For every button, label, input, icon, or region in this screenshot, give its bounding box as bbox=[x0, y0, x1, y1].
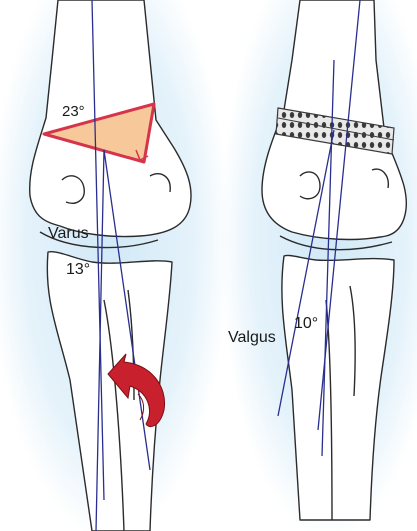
valgus-angle-label: 10° bbox=[294, 316, 318, 332]
varus-label: Varus bbox=[48, 226, 89, 242]
wedge-angle-label: 23° bbox=[62, 104, 85, 119]
valgus-label: Valgus bbox=[228, 330, 276, 346]
varus-angle-label: 13° bbox=[66, 262, 90, 278]
